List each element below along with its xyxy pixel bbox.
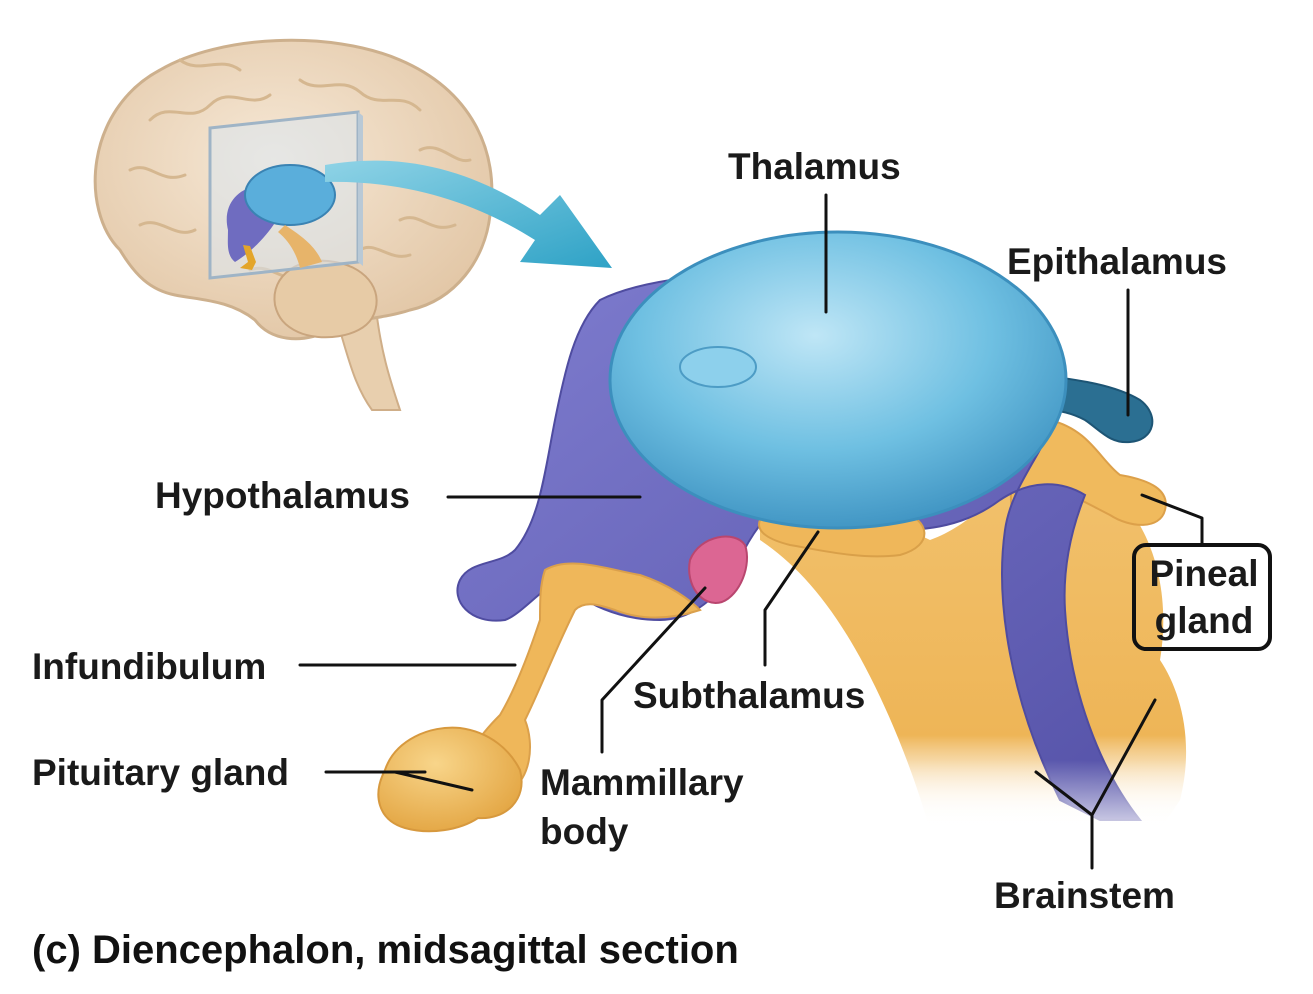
leader-pituitary	[324, 770, 474, 792]
label-mammillary-line1: Mammillary	[540, 762, 744, 803]
zoom-arrow	[325, 160, 612, 268]
leader-mammillary	[600, 586, 707, 754]
brain-thumbnail	[93, 38, 494, 411]
label-epithalamus: Epithalamus	[1007, 241, 1227, 282]
mini-brainstem	[278, 225, 322, 268]
label-infundibulum: Infundibulum	[32, 646, 267, 687]
leader-pineal	[1140, 493, 1204, 547]
label-pineal-line1: Pineal	[1149, 553, 1259, 594]
mini-thalamus	[244, 164, 336, 226]
pineal-gland-highlight-box	[1132, 543, 1272, 651]
infundibulum-shape	[466, 562, 702, 792]
label-subthalamus: Subthalamus	[633, 675, 866, 716]
label-thalamus: Thalamus	[728, 146, 901, 187]
cerebellum-thumbnail	[273, 259, 378, 339]
leader-lines	[298, 193, 1204, 870]
label-pineal-line2: gland	[1154, 600, 1254, 641]
label-brainstem: Brainstem	[994, 875, 1175, 916]
thalamus-shape	[608, 230, 1068, 530]
figure-caption: (c) Diencephalon, midsagittal section	[32, 928, 739, 972]
label-pituitary-gland: Pituitary gland	[32, 752, 289, 793]
leader-brainstem	[1034, 698, 1157, 870]
mini-pituitary	[240, 245, 256, 270]
pituitary-gland-shape	[377, 726, 523, 833]
mammillary-body-shape	[688, 535, 748, 604]
main-diencephalon	[377, 230, 1200, 850]
interthalamic-adhesion	[679, 346, 757, 388]
label-mammillary-line2: body	[540, 811, 629, 852]
epithalamus-shape	[1038, 373, 1154, 444]
leader-subthalamus	[763, 530, 820, 667]
label-hypothalamus: Hypothalamus	[155, 475, 410, 516]
